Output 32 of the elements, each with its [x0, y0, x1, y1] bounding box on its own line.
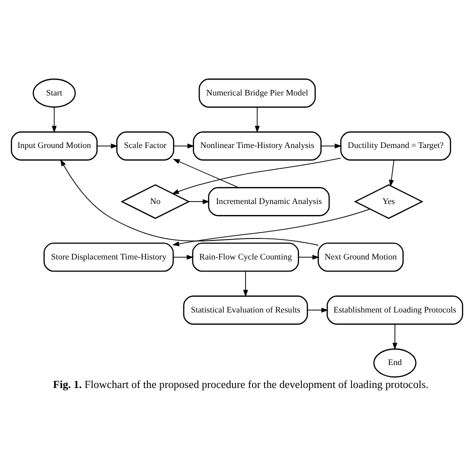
arrow	[188, 199, 210, 204]
caption: Fig. 1. Flowchart of the proposed procedure for the development of loading protocols.	[53, 379, 429, 392]
arrow	[60, 159, 318, 246]
arrow	[96, 144, 118, 148]
arrow	[320, 144, 342, 148]
arrow	[392, 324, 398, 350]
arrow	[307, 308, 328, 313]
node-box: Numerical Bridge Pier Model	[198, 78, 316, 108]
node-box: Incremental Dynamic Analysis	[208, 187, 330, 216]
arrow	[172, 208, 370, 246]
node-box: Next Ground Motion	[318, 242, 404, 272]
arrow	[298, 254, 320, 260]
node-box: Rain-Flow Cycle Counting	[192, 242, 300, 272]
node-box: Input Ground Motion	[10, 131, 98, 161]
arrow	[172, 158, 240, 188]
node-box: Establishment of Loading Protocols	[326, 296, 464, 325]
arrow	[172, 158, 342, 194]
node-ellipse: End	[373, 348, 416, 378]
arrow	[52, 106, 57, 133]
node-diamond: Yes	[354, 184, 424, 219]
arrow	[243, 271, 248, 297]
node-diamond: No	[120, 184, 190, 219]
node-box: Nonlinear Time-History Analysis	[192, 131, 322, 161]
arrow	[388, 160, 394, 187]
arrow	[254, 106, 260, 133]
node-box: Store Displacement Time-History	[44, 242, 174, 272]
node-box: Ductility Demand = Target?	[340, 131, 452, 161]
node-ellipse: Start	[32, 78, 76, 108]
arrow	[172, 254, 194, 260]
arrow	[173, 144, 194, 148]
node-box: Statistical Evaluation of Results	[183, 296, 308, 325]
node-box: Scale Factor	[116, 131, 174, 161]
